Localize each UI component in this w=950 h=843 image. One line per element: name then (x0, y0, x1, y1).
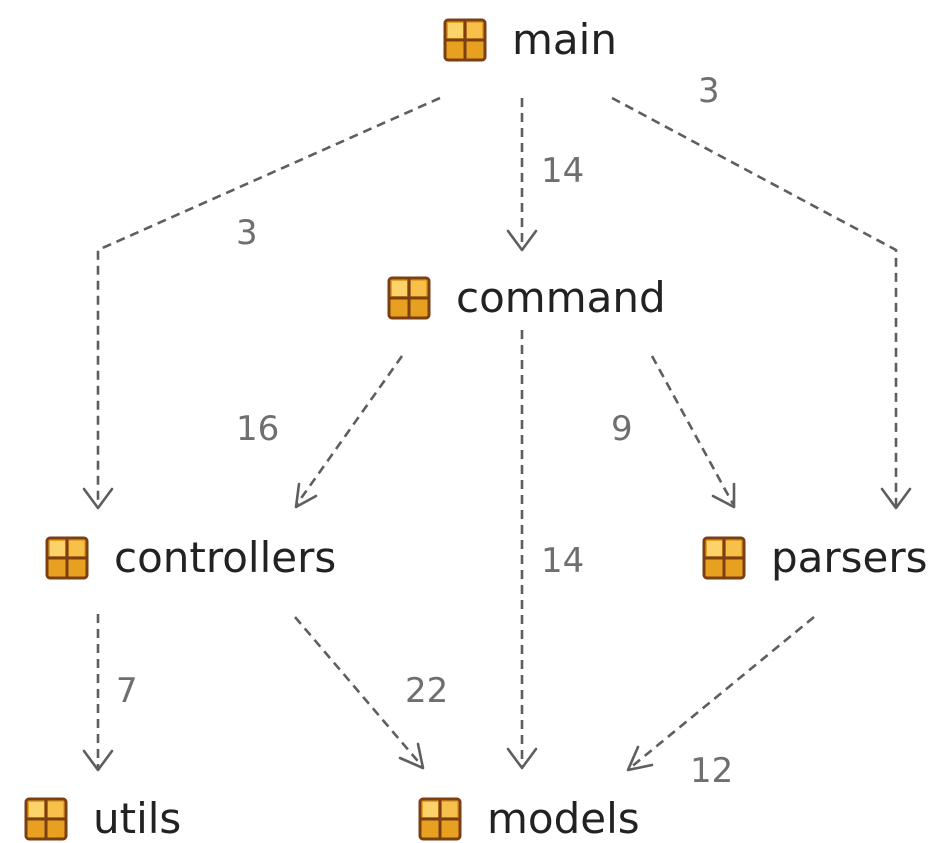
edge-label-main-command: 14 (541, 151, 584, 191)
node-label-main: main (512, 15, 617, 64)
node-main[interactable]: main (442, 17, 617, 63)
edge-controllers-utils: 7 (82, 614, 138, 772)
package-icon (418, 797, 462, 841)
node-label-parsers: parsers (771, 533, 928, 582)
edge-label-main-parsers: 3 (698, 71, 720, 111)
edge-command-models: 14 (506, 330, 584, 770)
edge-parsers-models: 12 (626, 615, 815, 791)
package-icon (443, 18, 487, 62)
package-icon (387, 276, 431, 320)
edge-controllers-models: 22 (294, 616, 448, 770)
node-label-utils: utils (93, 794, 182, 843)
edge-label-main-controllers: 3 (236, 213, 258, 253)
edge-label-command-controllers: 16 (236, 409, 279, 449)
edge-command-controllers: 16 (236, 355, 404, 509)
edge-label-controllers-utils: 7 (116, 671, 138, 711)
edge-label-command-models: 14 (541, 541, 584, 581)
node-models[interactable]: models (417, 796, 640, 842)
node-utils[interactable]: utils (23, 796, 181, 842)
package-icon (24, 797, 68, 841)
package-icon (702, 536, 746, 580)
package-icon (45, 536, 89, 580)
edge-main-command: 14 (506, 98, 584, 252)
node-controllers[interactable]: controllers (44, 535, 336, 581)
node-label-command: command (456, 273, 666, 322)
edge-label-parsers-models: 12 (690, 751, 733, 791)
node-label-models: models (487, 794, 640, 843)
edge-main-parsers: 3 (611, 71, 912, 510)
node-label-controllers: controllers (114, 533, 337, 582)
edge-label-controllers-models: 22 (405, 671, 448, 711)
edge-main-controllers: 3 (82, 96, 441, 510)
node-parsers[interactable]: parsers (701, 535, 928, 581)
edge-command-parsers: 9 (611, 355, 736, 509)
edge-label-command-parsers: 9 (611, 409, 633, 449)
node-command[interactable]: command (386, 275, 666, 321)
